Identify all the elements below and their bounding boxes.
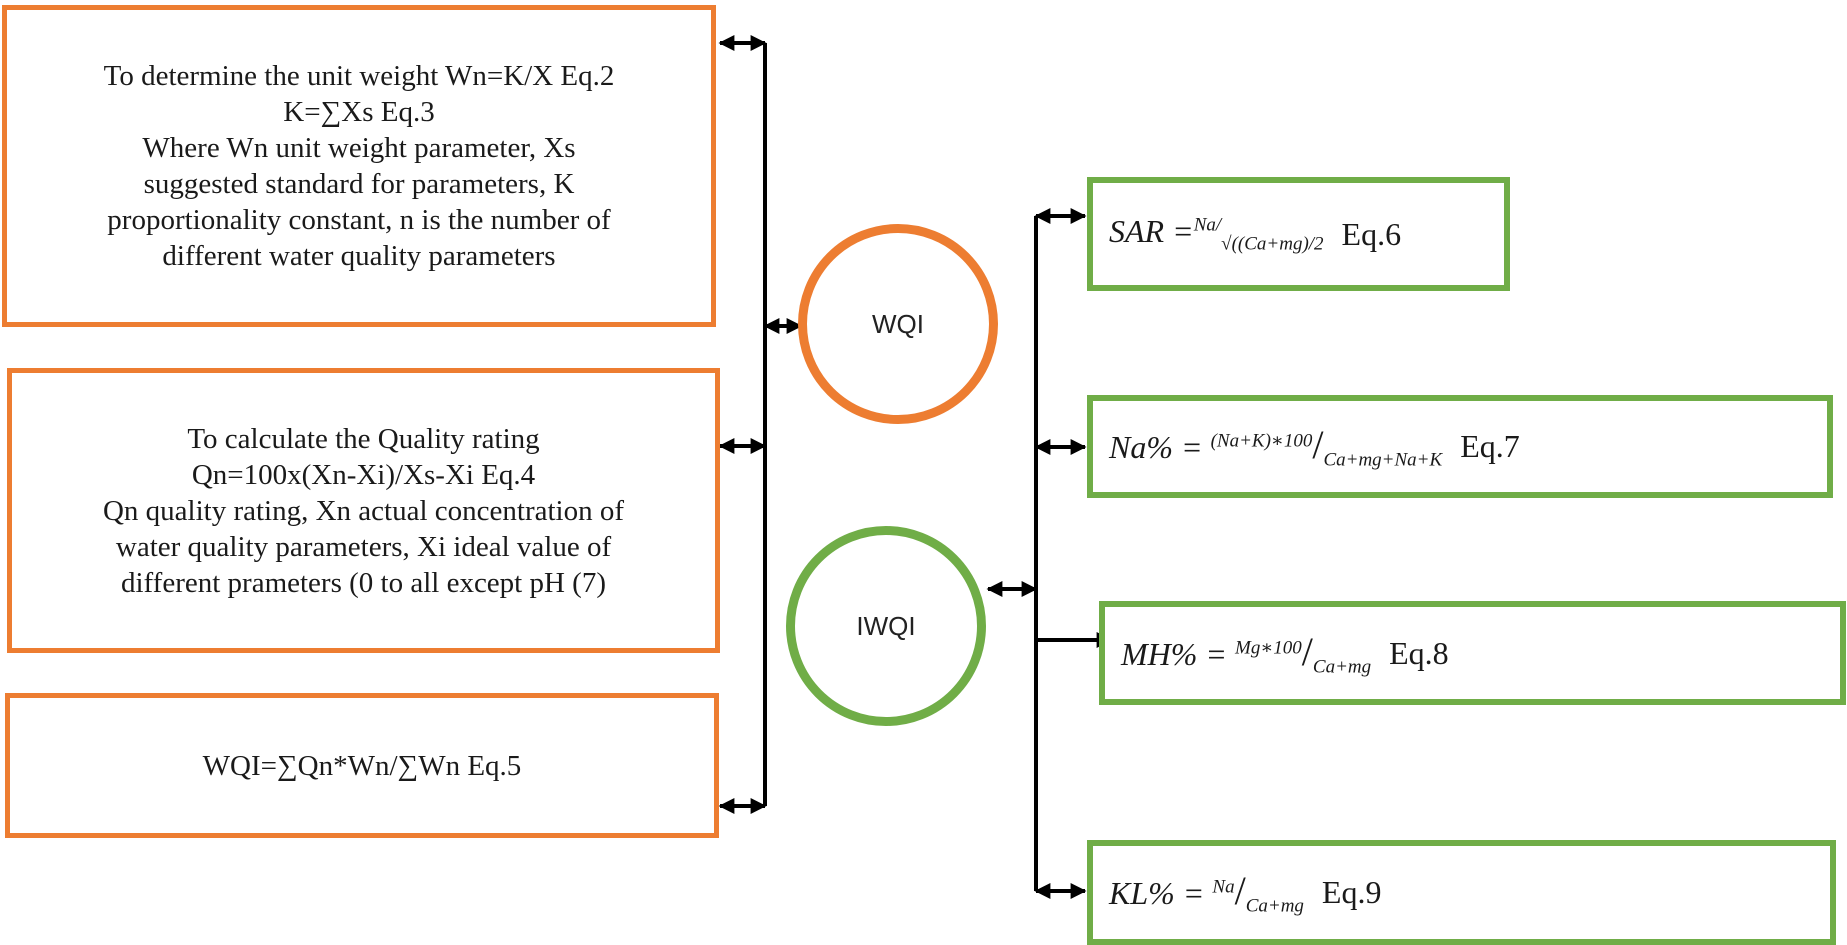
formula: Na% = (Na+K)∗100/Ca+mg+Na+K (1109, 421, 1442, 471)
eq-number: Eq.8 (1389, 634, 1449, 671)
formula-numerator: Na (1212, 876, 1235, 898)
formula-numerator: Na/ (1193, 214, 1222, 236)
box-line: Qn quality rating, Xn actual concentrati… (102, 494, 625, 527)
box-quality-rating: To calculate the Quality rating Qn=100x(… (7, 368, 720, 653)
eq-number: Eq.9 (1321, 874, 1382, 910)
box-line: WQI=∑Qn*Wn/∑Wn Eq.5 (202, 749, 522, 782)
box-line: Where Wn unit weight parameter, Xs (142, 132, 576, 164)
box-line: K=∑Xs Eq.3 (283, 96, 435, 128)
box-line: different water quality parameters (162, 240, 556, 272)
wqi-node-label: WQI (872, 308, 924, 339)
formula-numerator: (Na+K)∗100 (1210, 430, 1313, 452)
fraction-slash: / (1312, 422, 1324, 468)
eq-na-percent: Na% = (Na+K)∗100/Ca+mg+Na+K Eq.7 (1087, 395, 1833, 498)
formula-lhs: MH% = (1121, 635, 1228, 672)
eq-number: Eq.6 (1341, 215, 1402, 252)
box-line: To determine the unit weight Wn=K/X Eq.2 (103, 60, 615, 92)
fraction-slash: / (1301, 628, 1313, 674)
fraction-slash: / (1234, 868, 1246, 914)
formula-lhs: KL% = (1109, 875, 1205, 912)
formula: KL% = Na/Ca+mg (1109, 867, 1304, 917)
formula-lhs: Na% = (1109, 429, 1203, 466)
eq-sar: SAR =Na/√((Ca+mg)/2 Eq.6 (1087, 177, 1510, 291)
box-line: water quality parameters, Xi ideal value… (115, 530, 612, 563)
box-line: suggested standard for parameters, K (143, 168, 575, 200)
box-unit-weight: To determine the unit weight Wn=K/X Eq.2… (2, 5, 716, 327)
iwqi-node: IWQI (786, 526, 986, 726)
box-line: proportionality constant, n is the numbe… (107, 204, 611, 236)
formula-denominator: Ca+mg (1312, 656, 1372, 678)
formula-denominator: Ca+mg (1245, 895, 1304, 917)
box-wqi-formula: WQI=∑Qn*Wn/∑Wn Eq.5 (5, 693, 719, 838)
iwqi-node-label: IWQI (856, 610, 916, 641)
formula: MH% = Mg∗100/Ca+mg (1121, 628, 1371, 678)
formula-numerator: Mg∗100 (1235, 637, 1302, 659)
formula-denominator: √((Ca+mg)/2 (1221, 233, 1324, 255)
eq-number: Eq.7 (1460, 428, 1520, 464)
formula: SAR =Na/√((Ca+mg)/2 (1109, 213, 1324, 255)
formula-denominator: Ca+mg+Na+K (1323, 449, 1443, 471)
box-line: To calculate the Quality rating (187, 422, 540, 455)
eq-kl-percent: KL% = Na/Ca+mg Eq.9 (1087, 840, 1836, 945)
eq-mh-percent: MH% = Mg∗100/Ca+mg Eq.8 (1099, 601, 1846, 705)
box-line: Qn=100x(Xn-Xi)/Xs-Xi Eq.4 (191, 458, 536, 491)
box-line: different prameters (0 to all except pH … (120, 566, 606, 599)
wqi-node: WQI (798, 224, 998, 424)
formula-lhs: SAR = (1109, 212, 1194, 249)
